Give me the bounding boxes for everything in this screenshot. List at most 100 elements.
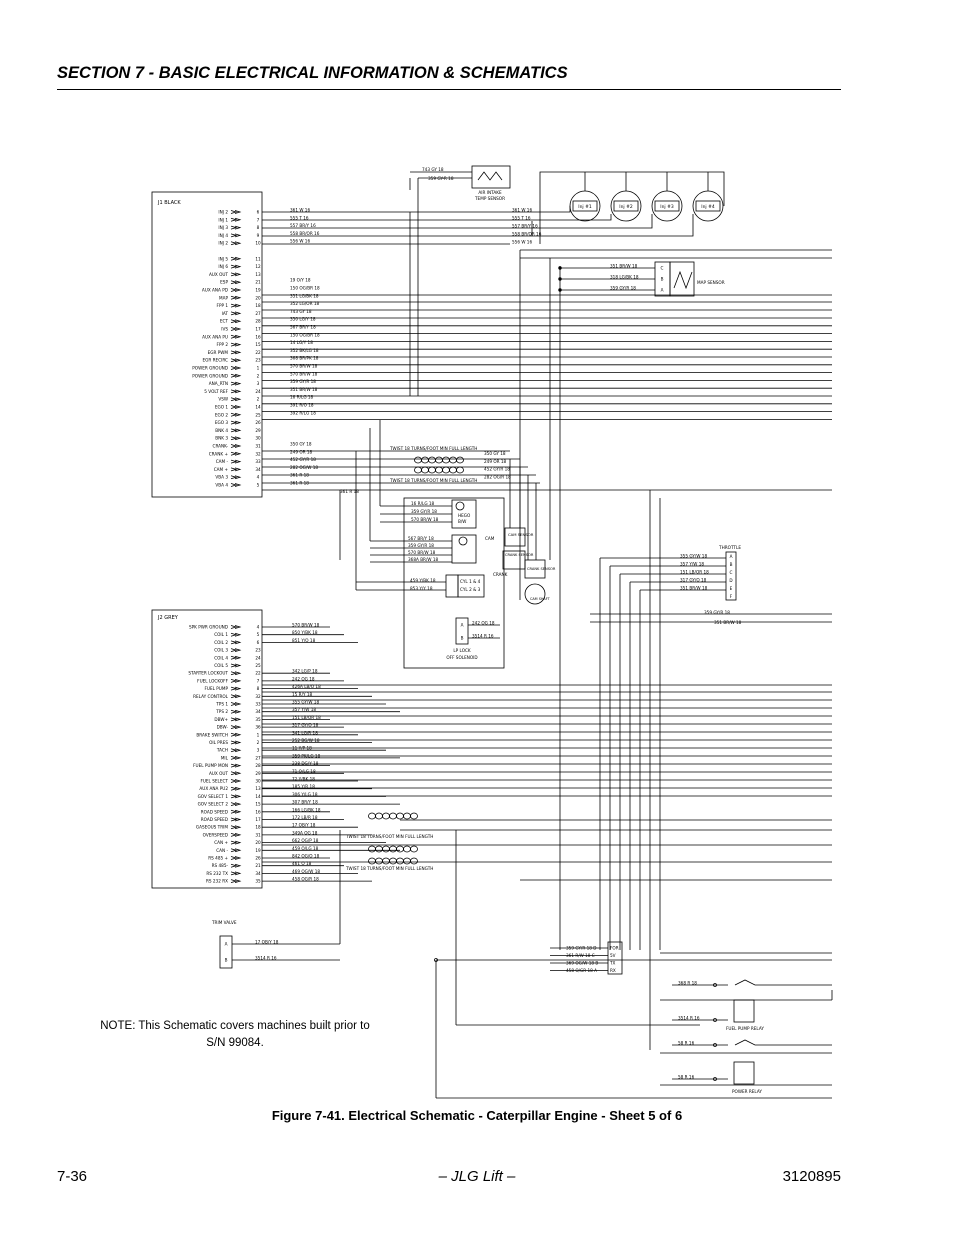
j2-wire-label: 11 Y/P 18 bbox=[292, 746, 312, 751]
j1-pin-label: BNK 4 bbox=[215, 428, 228, 433]
throttle-wire-label: 317 GY/O 18 bbox=[680, 578, 707, 583]
throttle-label: THROTTLE bbox=[718, 545, 741, 550]
j1-pin-label: EGO 3 bbox=[215, 420, 229, 425]
j2-wire-label: 461 O 18 bbox=[292, 861, 312, 866]
pin-arrow bbox=[234, 717, 242, 722]
j2-title: J2 GREY bbox=[157, 615, 179, 621]
j2-wire-label: 166 LG/BK 18 bbox=[292, 807, 321, 812]
throttle-wire-label: 355 GY/W 18 bbox=[680, 554, 707, 559]
pin-arrow bbox=[234, 311, 242, 316]
ego-label: B/W bbox=[458, 519, 466, 524]
j1-pin-number: 6 bbox=[257, 210, 260, 215]
pin-arrow bbox=[230, 848, 238, 853]
j1-pin-number: 14 bbox=[255, 405, 261, 410]
j2-wire-label: 342 LG/P 18 bbox=[292, 669, 318, 674]
ego-wire-label: 359 GY/R 18 bbox=[408, 543, 434, 548]
relay-wire-label: 3514 R 16 bbox=[678, 1016, 700, 1021]
j1-pin-number: 8 bbox=[257, 225, 260, 230]
j2-pin-number: 14 bbox=[255, 794, 261, 799]
clutch-wire-label: 459 Y/BK 18 bbox=[410, 578, 436, 583]
j1-pin-number: 31 bbox=[255, 444, 261, 449]
j2-pin-number: 18 bbox=[255, 825, 261, 830]
wire bbox=[510, 206, 571, 213]
twisted-pair-coil bbox=[396, 857, 404, 865]
j1-pin-label: BNK 3 bbox=[215, 436, 228, 441]
j2-wire-label: 662 OG/P 18 bbox=[292, 838, 319, 843]
j2-pin-number: 34 bbox=[255, 709, 261, 714]
j1939-connector bbox=[607, 941, 623, 975]
twist-label: TWIST 18 TURNS/FOOT MIN FULL LENGTH bbox=[345, 866, 433, 871]
j2-pin-label: BRAKE SWITCH bbox=[196, 732, 228, 737]
pin-arrow bbox=[234, 686, 242, 691]
twisted-pair-coil bbox=[449, 466, 457, 474]
wire bbox=[510, 214, 612, 221]
j2-pin-number: 29 bbox=[255, 771, 261, 776]
j2-pin-number: 23 bbox=[255, 648, 261, 653]
figure-caption: Figure 7-41. Electrical Schematic - Cate… bbox=[271, 1108, 683, 1123]
pin-arrow bbox=[234, 863, 242, 868]
pin-arrow bbox=[230, 358, 238, 363]
wire-label: 361 R 18 bbox=[340, 489, 359, 494]
j2-pin-label: RS 232 RX bbox=[206, 879, 228, 884]
pin-arrow bbox=[234, 451, 242, 456]
trim-valve-title: TRIM VALVE bbox=[211, 920, 237, 925]
pin-arrow bbox=[230, 740, 238, 745]
map-label: MAP SENSOR bbox=[697, 280, 725, 285]
twisted-pair-coil bbox=[382, 857, 390, 865]
j1-pin-label: POWER GROUND bbox=[192, 366, 228, 371]
pin-arrow bbox=[234, 264, 242, 269]
trim-pin: B bbox=[225, 958, 228, 963]
j1-pin-number: 30 bbox=[255, 436, 261, 441]
j1-pin-number: 1 bbox=[257, 366, 260, 371]
pin-arrow bbox=[234, 319, 242, 324]
injector-box bbox=[695, 200, 721, 212]
pin-arrow bbox=[230, 483, 238, 487]
j1-title: J1 BLACK bbox=[157, 200, 181, 206]
j2-wire-label: 570 BR/W 18 bbox=[292, 623, 320, 628]
pin-arrow bbox=[230, 288, 238, 292]
twisted-pair-coil bbox=[435, 456, 443, 464]
j2-pin-label: TPS 2 bbox=[215, 709, 228, 714]
map-pin: A bbox=[661, 288, 664, 293]
injector-box bbox=[613, 200, 639, 212]
j2-pin-number: 35 bbox=[255, 717, 261, 722]
j2-pin-number: 1 bbox=[257, 732, 260, 737]
j1-pin-label: 5 VOLT REF bbox=[204, 389, 228, 394]
j1-pin-label: FPP 1 bbox=[217, 303, 229, 308]
j2-pin-label: ROAD SPEED bbox=[201, 809, 228, 814]
clutch-label: CYL 2 & 3 bbox=[460, 587, 481, 592]
pin-arrow bbox=[230, 725, 238, 729]
j1-pin-number: 7 bbox=[257, 217, 260, 222]
injector-wire-label: 556 W 16 bbox=[512, 240, 532, 245]
j1-pin-number: 5 bbox=[257, 483, 260, 488]
pin-arrow bbox=[234, 794, 242, 799]
j2-pin-label: DBW+ bbox=[214, 717, 228, 722]
pin-arrow bbox=[234, 459, 242, 464]
j2-pin-label: CAN - bbox=[216, 848, 228, 853]
j1-pin-number: 2 bbox=[257, 373, 260, 378]
pin-arrow bbox=[234, 381, 242, 386]
pin-arrow bbox=[230, 272, 238, 277]
twisted-pair-coil bbox=[456, 466, 464, 474]
j1-pin-label: INJ 2 bbox=[218, 241, 228, 246]
j2-pin-label: STARTER LOCKOUT bbox=[188, 671, 228, 676]
injector-label: Inj #4 bbox=[701, 204, 715, 210]
j1-wire-label: 361 W 16 bbox=[290, 208, 310, 213]
j1-pin-label: EGO 1 bbox=[215, 405, 229, 410]
relay-contact bbox=[713, 1043, 717, 1047]
pin-arrow bbox=[230, 756, 238, 760]
j1-pin-number: 33 bbox=[255, 459, 261, 464]
j2-pin-number: 22 bbox=[255, 671, 261, 676]
j1-pin-number: 11 bbox=[255, 256, 261, 261]
j2-pin-label: COIL 5 bbox=[214, 663, 228, 668]
pin-arrow bbox=[234, 725, 242, 729]
pin-arrow bbox=[234, 342, 242, 347]
j1-wire-label: 368 BR/PK 18 bbox=[290, 356, 319, 361]
j1-pin-label: IAT bbox=[222, 311, 229, 316]
j2-pin-label: TPS 1 bbox=[215, 702, 228, 707]
j2-pin-number: 30 bbox=[255, 779, 261, 784]
relay-wire-label: 58 R 16 bbox=[678, 1041, 695, 1046]
j1-wire-label: 556 W 16 bbox=[290, 239, 310, 244]
j1-pin-label: FPP 2 bbox=[217, 342, 229, 347]
twisted-pair-coil bbox=[382, 845, 390, 853]
